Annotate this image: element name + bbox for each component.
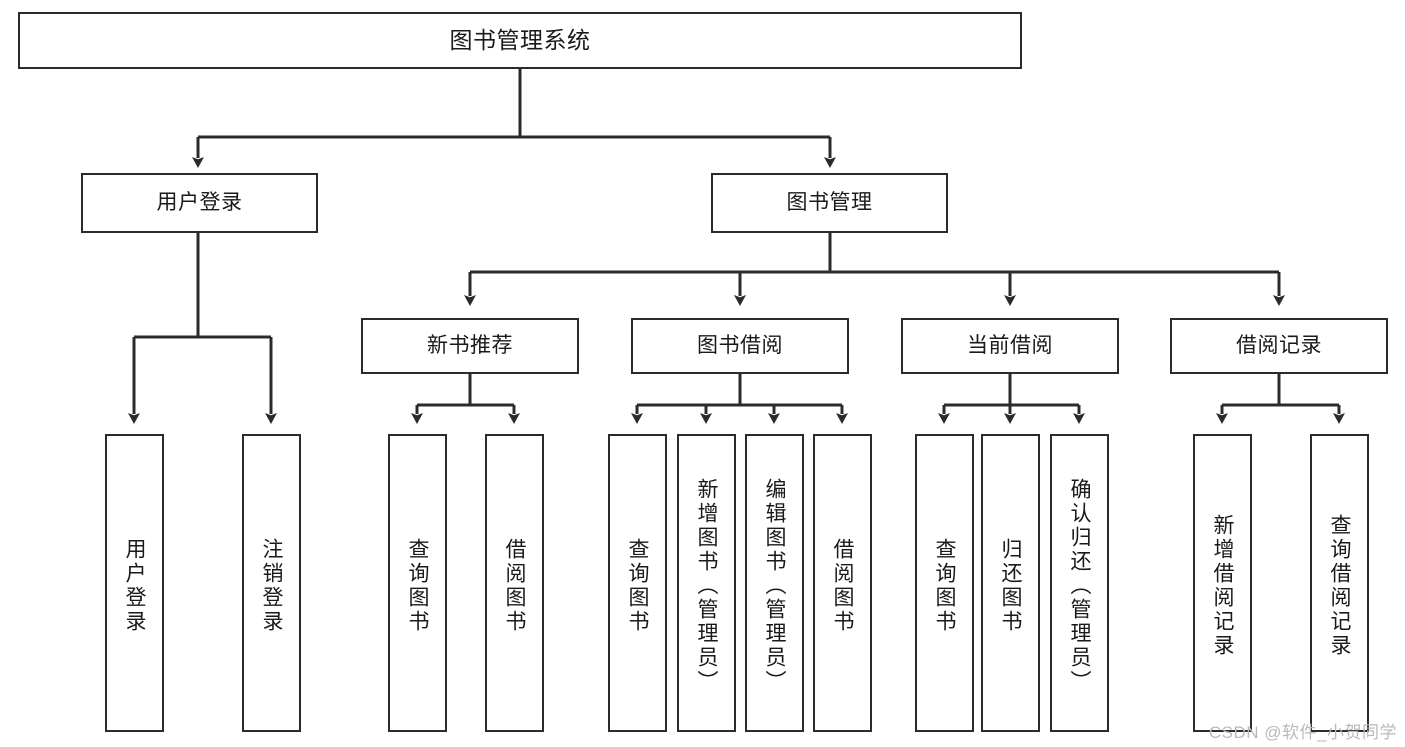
node-leaf-borrow-book[interactable]: 借阅图书 [813, 434, 872, 732]
node-label: 编辑图书（管理员） [763, 478, 786, 694]
node-label: 确认归还（管理员） [1068, 478, 1091, 694]
node-label: 借阅图书 [831, 538, 854, 634]
node-leaf-query-book-current[interactable]: 查询图书 [915, 434, 974, 732]
node-leaf-add-book[interactable]: 新增图书（管理员） [677, 434, 736, 732]
node-leaf-query-book-recommend[interactable]: 查询图书 [388, 434, 447, 732]
node-label: 图书借阅 [697, 333, 783, 357]
node-label: 注销登录 [260, 538, 283, 634]
node-label: 查询图书 [626, 538, 649, 634]
node-label: 借阅图书 [503, 538, 526, 634]
node-user-login[interactable]: 用户登录 [81, 173, 318, 233]
node-leaf-user-logout[interactable]: 注销登录 [242, 434, 301, 732]
node-leaf-borrow-book-recommend[interactable]: 借阅图书 [485, 434, 544, 732]
node-book-management[interactable]: 图书管理 [711, 173, 948, 233]
node-book-borrow[interactable]: 图书借阅 [631, 318, 849, 374]
node-leaf-user-login[interactable]: 用户登录 [105, 434, 164, 732]
node-leaf-confirm-return[interactable]: 确认归还（管理员） [1050, 434, 1109, 732]
node-label: 用户登录 [156, 190, 243, 214]
node-label: 用户登录 [123, 538, 146, 634]
node-label: 新增借阅记录 [1211, 514, 1234, 658]
node-leaf-add-borrow-record[interactable]: 新增借阅记录 [1193, 434, 1252, 732]
node-label: 图书管理系统 [449, 26, 591, 53]
node-label: 归还图书 [999, 538, 1022, 634]
node-label: 借阅记录 [1236, 333, 1322, 357]
node-book-management-system[interactable]: 图书管理系统 [18, 12, 1022, 69]
node-label: 查询借阅记录 [1328, 514, 1351, 658]
node-label: 查询图书 [406, 538, 429, 634]
node-label: 新增图书（管理员） [695, 478, 718, 694]
node-leaf-return-book[interactable]: 归还图书 [981, 434, 1040, 732]
node-label: 新书推荐 [427, 333, 513, 357]
node-label: 查询图书 [933, 538, 956, 634]
node-leaf-query-borrow-record[interactable]: 查询借阅记录 [1310, 434, 1369, 732]
node-leaf-query-book-borrow[interactable]: 查询图书 [608, 434, 667, 732]
watermark: CSDN @软件_小贺同学 [1208, 723, 1397, 742]
node-label: 图书管理 [786, 190, 873, 214]
node-new-book-recommend[interactable]: 新书推荐 [361, 318, 579, 374]
node-borrow-record[interactable]: 借阅记录 [1170, 318, 1388, 374]
node-current-borrow[interactable]: 当前借阅 [901, 318, 1119, 374]
node-leaf-edit-book[interactable]: 编辑图书（管理员） [745, 434, 804, 732]
node-label: 当前借阅 [967, 333, 1053, 357]
